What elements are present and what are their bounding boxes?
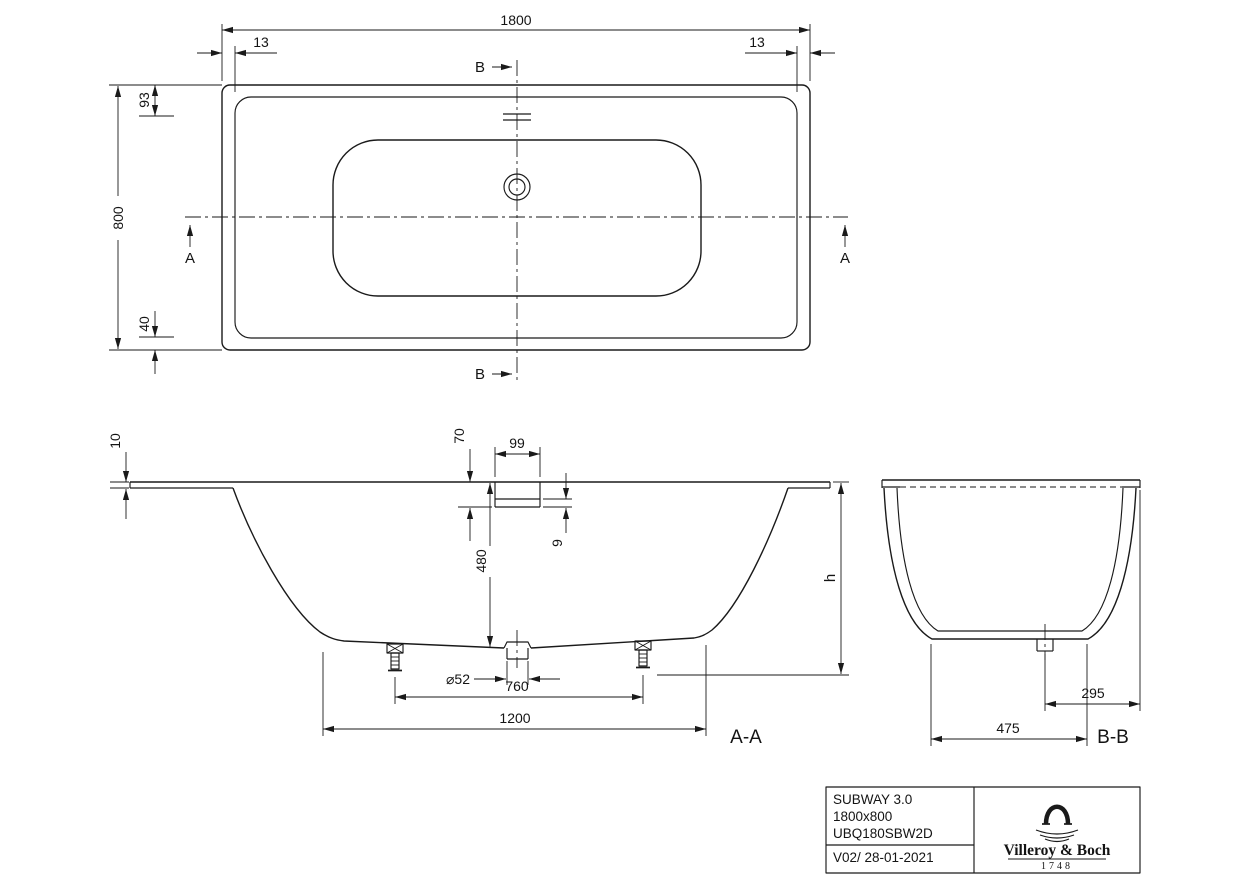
- dim-height-ref: h: [822, 574, 839, 582]
- dim-drain-offset: 295: [1081, 685, 1105, 701]
- top-view: 1800 13 13 800 93 40 A A B: [109, 12, 850, 383]
- dim-rim-right: 13: [749, 34, 765, 50]
- dim-lip: 9: [549, 539, 565, 547]
- title-block: SUBWAY 3.0 1800x800 UBQ180SBW2D V02/ 28-…: [825, 786, 1141, 874]
- section-b-label: B: [475, 59, 485, 76]
- logo-ripple-icon: [1035, 829, 1079, 835]
- tub-outer-edge: [221, 84, 811, 351]
- brand-wordmark: Villeroy & Boch: [1004, 842, 1111, 859]
- dim-rim-left: 13: [253, 34, 269, 50]
- section-a-label: A: [185, 250, 195, 267]
- villeroy-boch-logo: Villeroy & Boch 1748: [1004, 804, 1111, 872]
- section-b-label: B: [475, 366, 485, 383]
- tub-rim-edge: [234, 96, 798, 339]
- dim-rim-thickness: 10: [107, 433, 123, 449]
- dim-floor-length: 1200: [499, 710, 530, 726]
- adjustable-foot: [634, 640, 652, 669]
- logo-ripple-icon: [1039, 834, 1075, 839]
- article-number: UBQ180SBW2D: [833, 826, 933, 841]
- logo-arch-icon: [1043, 804, 1071, 825]
- section-a-label: A: [840, 250, 850, 267]
- dim-width: 800: [110, 206, 126, 230]
- drain-bump: [503, 641, 532, 649]
- dim-top-inset: 93: [136, 92, 152, 108]
- dim-length: 1800: [500, 12, 531, 28]
- section-bb-label: B-B: [1097, 727, 1129, 748]
- dim-depth: 480: [473, 549, 489, 573]
- product-name: SUBWAY 3.0: [833, 792, 912, 807]
- dim-overflow-drop: 70: [451, 428, 467, 444]
- adjustable-foot: [386, 643, 404, 672]
- section-aa-label: A-A: [730, 727, 762, 748]
- outer-wall-profile: [883, 487, 1137, 640]
- brand-year: 1748: [1041, 861, 1073, 872]
- inner-wall-profile: [896, 487, 1124, 632]
- dim-feet-spacing: 760: [505, 678, 529, 694]
- revision-date: V02/ 28-01-2021: [833, 850, 934, 865]
- title-block-border: [825, 786, 1141, 874]
- dim-overflow-width: 99: [509, 435, 525, 451]
- logo-ripple-icon: [1044, 838, 1070, 843]
- right-wall-profile: [530, 487, 789, 649]
- section-bb-view: 295 475 B-B: [881, 479, 1141, 748]
- left-wall-profile: [232, 487, 505, 649]
- dim-drain-diameter: ⌀52: [446, 671, 470, 687]
- product-size: 1800x800: [833, 809, 892, 824]
- section-aa-view: 10 99 70 9 480 ⌀52 760: [107, 428, 849, 748]
- dim-bottom-inset: 40: [136, 316, 152, 332]
- dim-floor-width: 475: [996, 720, 1020, 736]
